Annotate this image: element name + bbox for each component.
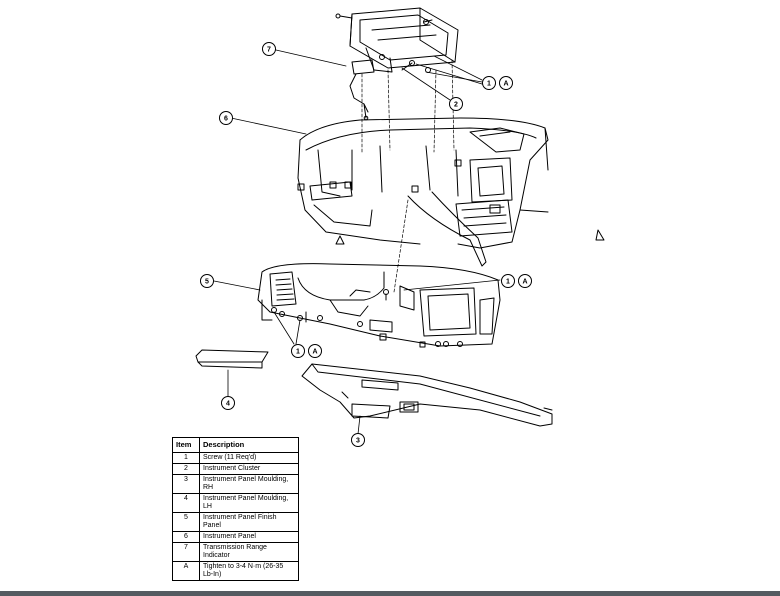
column-header-item: Item (172, 437, 200, 453)
table-row: 5 Instrument Panel Finish Panel (172, 512, 299, 532)
item-number: 4 (172, 493, 200, 513)
svg-text:A: A (312, 349, 317, 356)
callout-5: 5 (200, 274, 214, 288)
bottom-scroll-bar (0, 591, 780, 596)
item-description: Instrument Cluster (199, 463, 299, 475)
svg-text:4: 4 (226, 401, 230, 408)
callout-4: 4 (221, 396, 235, 410)
item-number: A (172, 561, 200, 581)
column-header-description: Description (199, 437, 299, 453)
callout-6: 6 (219, 111, 233, 125)
svg-text:1: 1 (506, 279, 510, 286)
svg-text:3: 3 (356, 438, 360, 445)
svg-text:6: 6 (224, 116, 228, 123)
instrument-panel-moulding-lh (195, 349, 269, 369)
table-row: 2 Instrument Cluster (172, 463, 299, 475)
leader-lines (213, 49, 501, 435)
table-row: 3 Instrument Panel Moulding, RH (172, 474, 299, 494)
svg-text:1: 1 (487, 81, 491, 88)
item-description: Tighten to 3-4 N·m (26-35 Lb-In) (199, 561, 299, 581)
svg-text:5: 5 (205, 279, 209, 286)
item-description: Screw (11 Req'd) (199, 452, 299, 464)
table-header-row: Item Description (172, 437, 299, 453)
item-description: Instrument Panel Moulding, LH (199, 493, 299, 513)
item-number: 5 (172, 512, 200, 532)
instrument-cluster (335, 7, 459, 73)
instrument-panel-finish-panel (257, 263, 501, 348)
callout-3: 3 (351, 433, 365, 447)
table-row: 4 Instrument Panel Moulding, LH (172, 493, 299, 513)
svg-text:2: 2 (454, 102, 458, 109)
callout-7: 7 (262, 42, 276, 56)
instrument-panel-moulding-rh (301, 363, 553, 427)
svg-text:A: A (522, 279, 527, 286)
table-row: 7 Transmission Range Indicator (172, 542, 299, 562)
svg-text:1: 1 (296, 349, 300, 356)
item-description: Transmission Range Indicator (199, 542, 299, 562)
item-description: Instrument Panel Moulding, RH (199, 474, 299, 494)
table-row: 6 Instrument Panel (172, 531, 299, 543)
item-description: Instrument Panel Finish Panel (199, 512, 299, 532)
instrument-panel (297, 117, 605, 267)
callout-1-cluster: 1 A (482, 76, 513, 90)
callout-2: 2 (449, 97, 463, 111)
svg-text:A: A (503, 81, 508, 88)
item-description: Instrument Panel (199, 531, 299, 543)
item-number: 6 (172, 531, 200, 543)
item-number: 3 (172, 474, 200, 494)
callout-1-finish-panel-left: 1 A (291, 344, 322, 358)
item-number: 7 (172, 542, 200, 562)
parts-legend-table: Item Description 1 Screw (11 Req'd) 2 In… (172, 437, 299, 581)
svg-text:7: 7 (267, 47, 271, 54)
item-number: 2 (172, 463, 200, 475)
item-number: 1 (172, 452, 200, 464)
alignment-lines (361, 59, 455, 293)
callout-1-finish-panel-right: 1 A (501, 274, 532, 288)
table-row: 1 Screw (11 Req'd) (172, 452, 299, 464)
transmission-range-indicator (349, 59, 375, 121)
table-row: A Tighten to 3-4 N·m (26-35 Lb-In) (172, 561, 299, 581)
